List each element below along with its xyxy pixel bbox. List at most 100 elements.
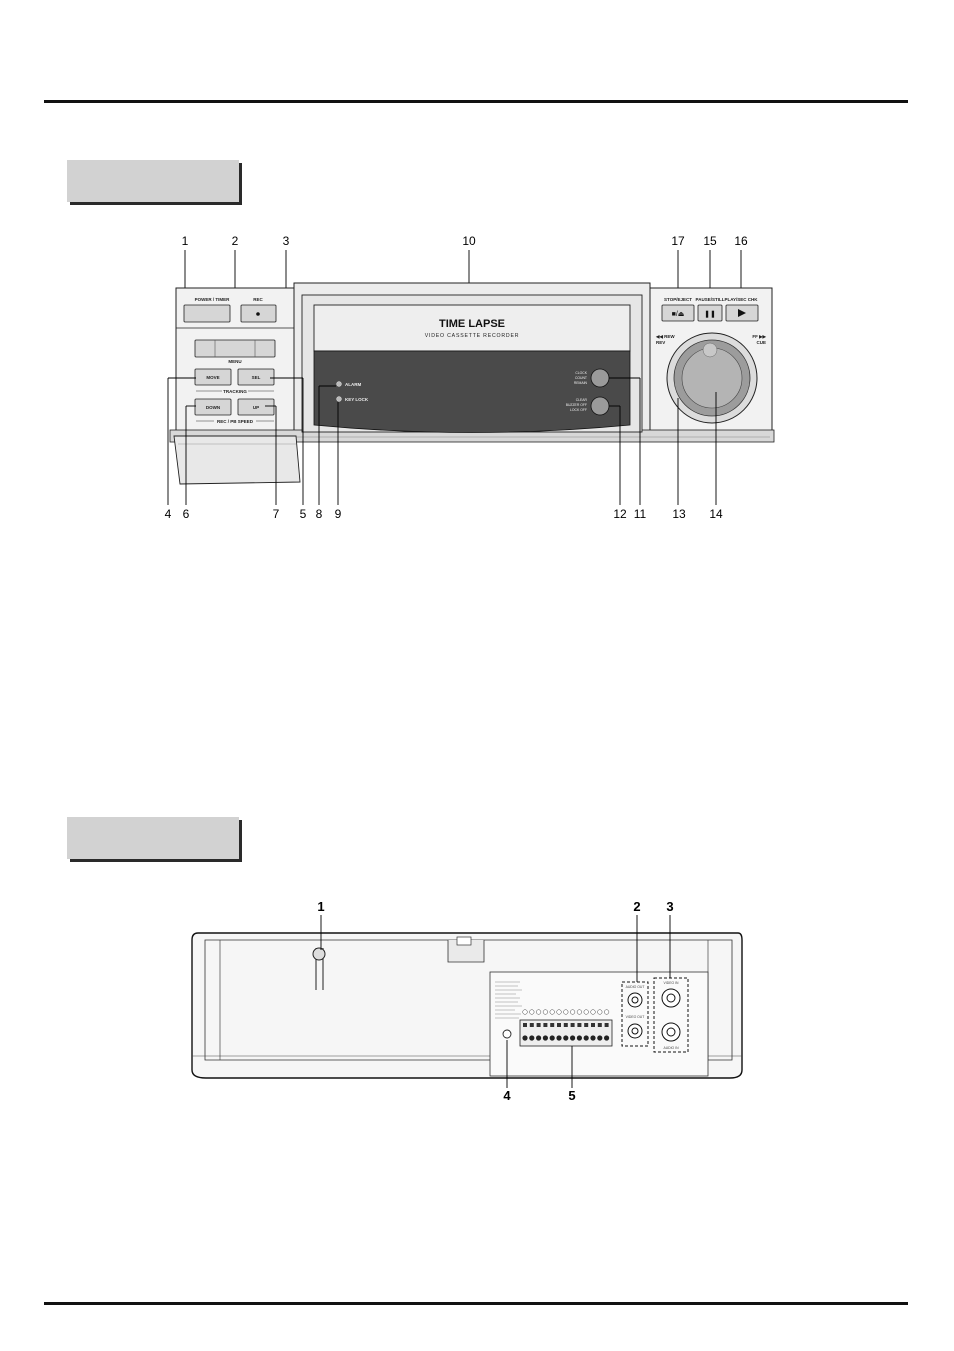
terminal-label-circle	[563, 1009, 569, 1015]
terminal-screw	[584, 1023, 589, 1027]
terminal-screw	[543, 1023, 548, 1027]
clear-label-2: BUZZER OFF	[566, 403, 587, 407]
ff-label: FF ▶▶	[752, 334, 767, 339]
callout-6: 6	[183, 507, 190, 521]
terminal-hole[interactable]	[583, 1035, 589, 1041]
stop-eject-button[interactable]	[661, 304, 695, 322]
brand-subtitle: VIDEO CASSETTE RECORDER	[425, 333, 520, 339]
down-button[interactable]	[194, 398, 232, 416]
callout-14: 14	[709, 507, 723, 521]
clock-label-3: REMAIN	[574, 381, 588, 385]
terminal-screw	[523, 1023, 527, 1027]
rear-callout-2: 2	[633, 899, 640, 914]
key-lock-label: KEY LOCK	[345, 397, 369, 402]
terminal-label-circle	[590, 1009, 596, 1015]
terminal-screw	[577, 1023, 582, 1027]
terminal-label-circle	[549, 1009, 555, 1015]
video-out-label: VIDEO OUT	[626, 1015, 645, 1019]
audio-in-label: AUDIO IN	[663, 1046, 679, 1050]
terminal-hole[interactable]	[529, 1035, 535, 1041]
terminal-label-circle	[529, 1009, 535, 1015]
rew-label: ◀◀ REW	[655, 334, 675, 339]
callout-9: 9	[335, 507, 342, 521]
rear-callout-1: 1	[317, 899, 324, 914]
terminal-hole[interactable]	[563, 1035, 569, 1041]
sel-label: SEL	[252, 375, 261, 380]
rear-callout-3: 3	[666, 899, 673, 914]
callout-17: 17	[671, 234, 685, 248]
video-in-label: VIDEO IN	[664, 981, 679, 985]
stop-eject-label: STOP/EJECT	[664, 297, 692, 302]
rear-callout-5: 5	[568, 1088, 575, 1103]
terminal-screw	[591, 1023, 595, 1027]
rear-callout-4: 4	[503, 1088, 511, 1103]
terminal-hole[interactable]	[556, 1035, 562, 1041]
menu-button[interactable]	[194, 339, 276, 358]
callout-1: 1	[182, 234, 189, 248]
callout-2: 2	[232, 234, 239, 248]
top-rule	[44, 100, 908, 103]
terminal-screw	[557, 1023, 561, 1027]
clear-label-1: CLEAR	[576, 398, 588, 402]
callout-3: 3	[283, 234, 290, 248]
terminal-screw	[597, 1023, 602, 1027]
terminal-screw	[604, 1023, 609, 1027]
move-label: MOVE	[206, 375, 219, 380]
stop-eject-icon: ■/⏏	[672, 311, 685, 318]
terminal-hole[interactable]	[570, 1035, 576, 1041]
terminal-screw	[563, 1023, 568, 1027]
terminal-screw	[529, 1023, 534, 1027]
tracking-label: TRACKING	[223, 389, 247, 394]
power-timer-button[interactable]	[183, 304, 231, 323]
terminal-screw	[570, 1023, 575, 1027]
pause-still-label: PAUSE/STILL	[696, 297, 725, 302]
rec-label: REC	[253, 297, 263, 302]
up-label: UP	[253, 405, 259, 410]
callout-8: 8	[316, 507, 323, 521]
terminal-label-circle	[542, 1009, 548, 1015]
rew-sub-label: REV	[656, 340, 665, 345]
front-panel-diagram: 1 2 3 10 17 15 16 POWER / TIMER REC MENU…	[165, 234, 775, 521]
terminal-label-circle	[576, 1009, 582, 1015]
jog-dial[interactable]	[681, 347, 743, 409]
sel-button[interactable]	[237, 368, 275, 386]
callout-5: 5	[300, 507, 307, 521]
brand-title: TIME LAPSE	[439, 318, 505, 330]
terminal-hole[interactable]	[522, 1035, 528, 1041]
terminal-label-circle	[570, 1009, 576, 1015]
callout-10: 10	[462, 234, 476, 248]
up-button[interactable]	[237, 398, 275, 416]
clear-buzzer-lock-button[interactable]	[590, 396, 610, 416]
terminal-hole[interactable]	[542, 1035, 549, 1041]
pause-still-button[interactable]	[697, 304, 723, 322]
terminal-screw	[536, 1023, 541, 1027]
terminal-label-circle	[597, 1009, 603, 1015]
key-lock-led-icon	[336, 396, 342, 402]
alarm-label: ALARM	[345, 382, 361, 387]
callout-11: 11	[634, 507, 647, 521]
power-timer-label: POWER / TIMER	[195, 297, 231, 302]
terminal-hole[interactable]	[536, 1035, 542, 1041]
down-label: DOWN	[206, 405, 220, 410]
clock-label-2: COUNT	[575, 376, 587, 380]
callout-13: 13	[672, 507, 686, 521]
move-button[interactable]	[194, 368, 232, 386]
rs-jack[interactable]	[502, 1029, 512, 1039]
terminal-hole[interactable]	[590, 1035, 596, 1041]
clock-label-1: CLOCK	[575, 371, 587, 375]
terminal-hole[interactable]	[549, 1035, 555, 1041]
section-tab-rear	[67, 817, 239, 859]
terminal-label-circle	[604, 1009, 610, 1015]
clock-count-remain-button[interactable]	[590, 368, 610, 388]
rec-pb-speed-label: REC / PB SPEED	[217, 419, 254, 424]
terminal-hole[interactable]	[604, 1035, 610, 1041]
alarm-led-icon	[336, 381, 342, 387]
terminal-hole[interactable]	[576, 1035, 583, 1041]
terminal-label-circle	[522, 1009, 528, 1015]
bottom-rule	[44, 1302, 908, 1305]
callout-16: 16	[734, 234, 748, 248]
ff-sub-label: CUE	[756, 340, 766, 345]
terminal-hole[interactable]	[597, 1035, 603, 1041]
terminal-label-circle	[536, 1009, 542, 1015]
section-tab-front	[67, 160, 239, 202]
